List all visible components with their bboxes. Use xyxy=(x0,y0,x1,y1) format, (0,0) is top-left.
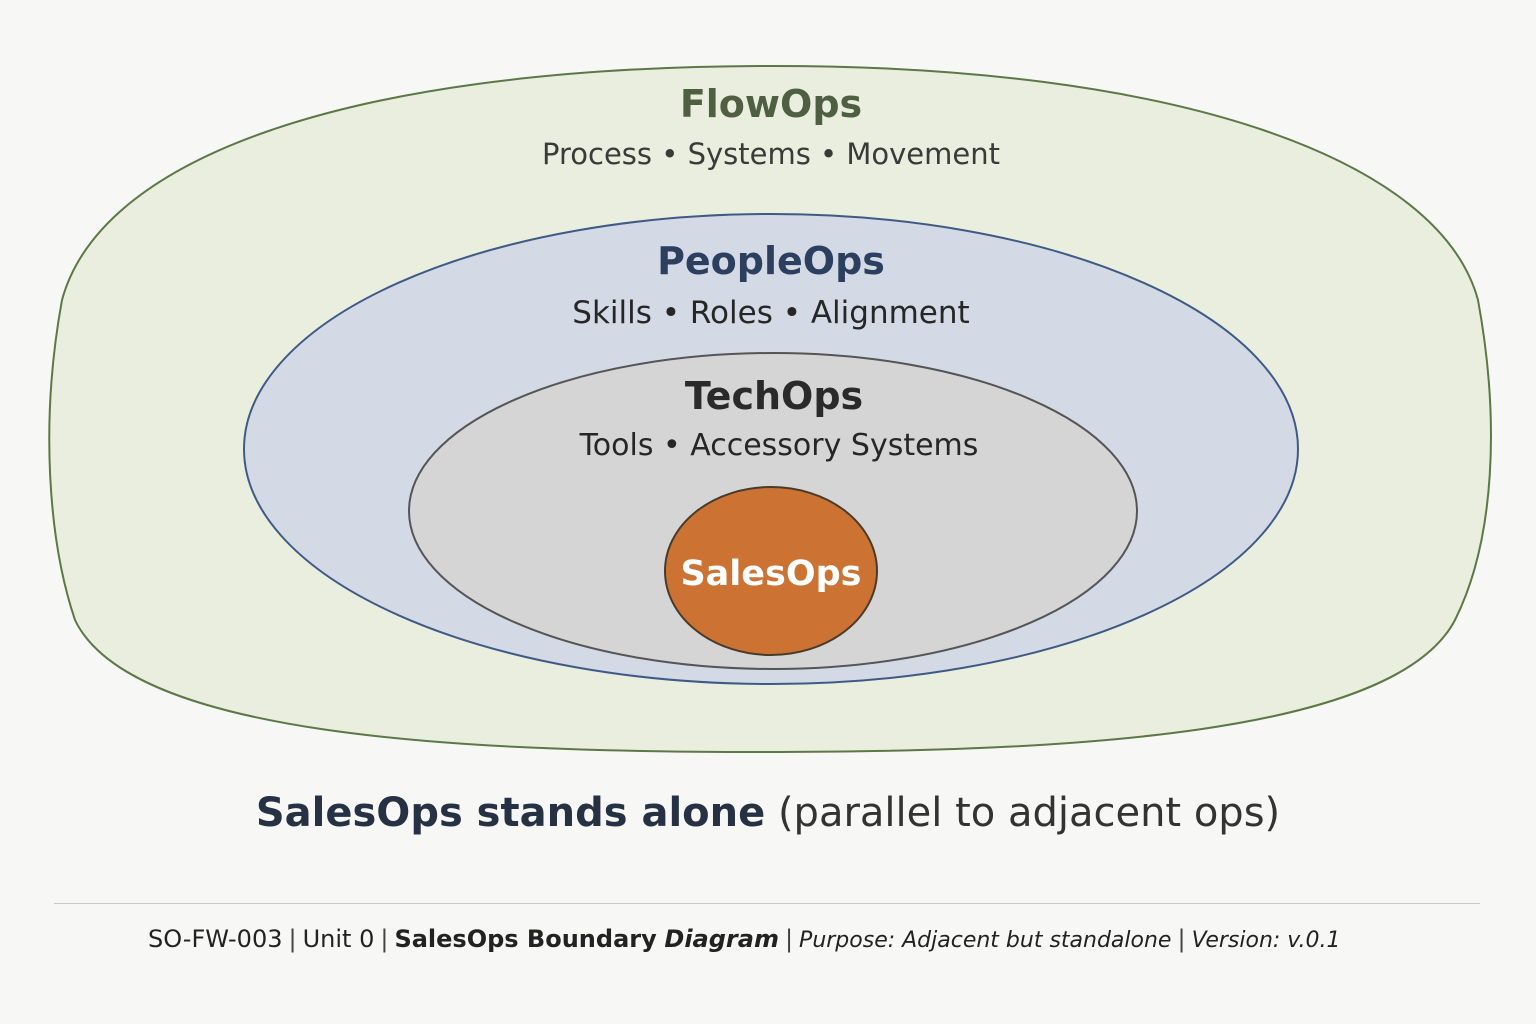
footer-divider xyxy=(54,903,1480,904)
peopleops-subtitle: Skills • Roles • Alignment xyxy=(572,295,969,331)
footer-separator: | xyxy=(380,925,389,953)
caption-strong: SalesOps stands alone xyxy=(255,790,766,836)
footer-purpose: Purpose: Adjacent but standalone xyxy=(799,928,1172,953)
footer-metadata: SO-FW-003|Unit 0|SalesOps Boundary Diagr… xyxy=(148,925,1488,953)
peopleops-title: PeopleOps xyxy=(657,239,885,283)
footer-code: SO-FW-003 xyxy=(148,925,283,953)
footer-separator: | xyxy=(784,925,794,953)
caption-soft: (parallel to adjacent ops) xyxy=(777,790,1281,836)
diagram-caption: SalesOps stands alone (parallel to adjac… xyxy=(0,790,1536,836)
footer-separator: | xyxy=(1177,925,1186,953)
footer-unit: Unit 0 xyxy=(302,925,375,953)
footer-version: Version: v.0.1 xyxy=(1191,928,1341,953)
flowops-subtitle: Process • Systems • Movement xyxy=(542,137,1000,171)
footer-separator: | xyxy=(288,925,297,953)
techops-title: TechOps xyxy=(685,374,863,418)
footer-title-italic: Diagram xyxy=(664,925,779,953)
flowops-title: FlowOps xyxy=(680,82,862,126)
salesops-core-ellipse xyxy=(664,486,878,656)
footer-title: SalesOps Boundary xyxy=(394,925,657,953)
salesops-title: SalesOps xyxy=(680,554,861,594)
nested-boundary-diagram: FlowOps Process • Systems • Movement Peo… xyxy=(48,64,1492,754)
techops-subtitle: Tools • Accessory Systems xyxy=(579,428,979,463)
